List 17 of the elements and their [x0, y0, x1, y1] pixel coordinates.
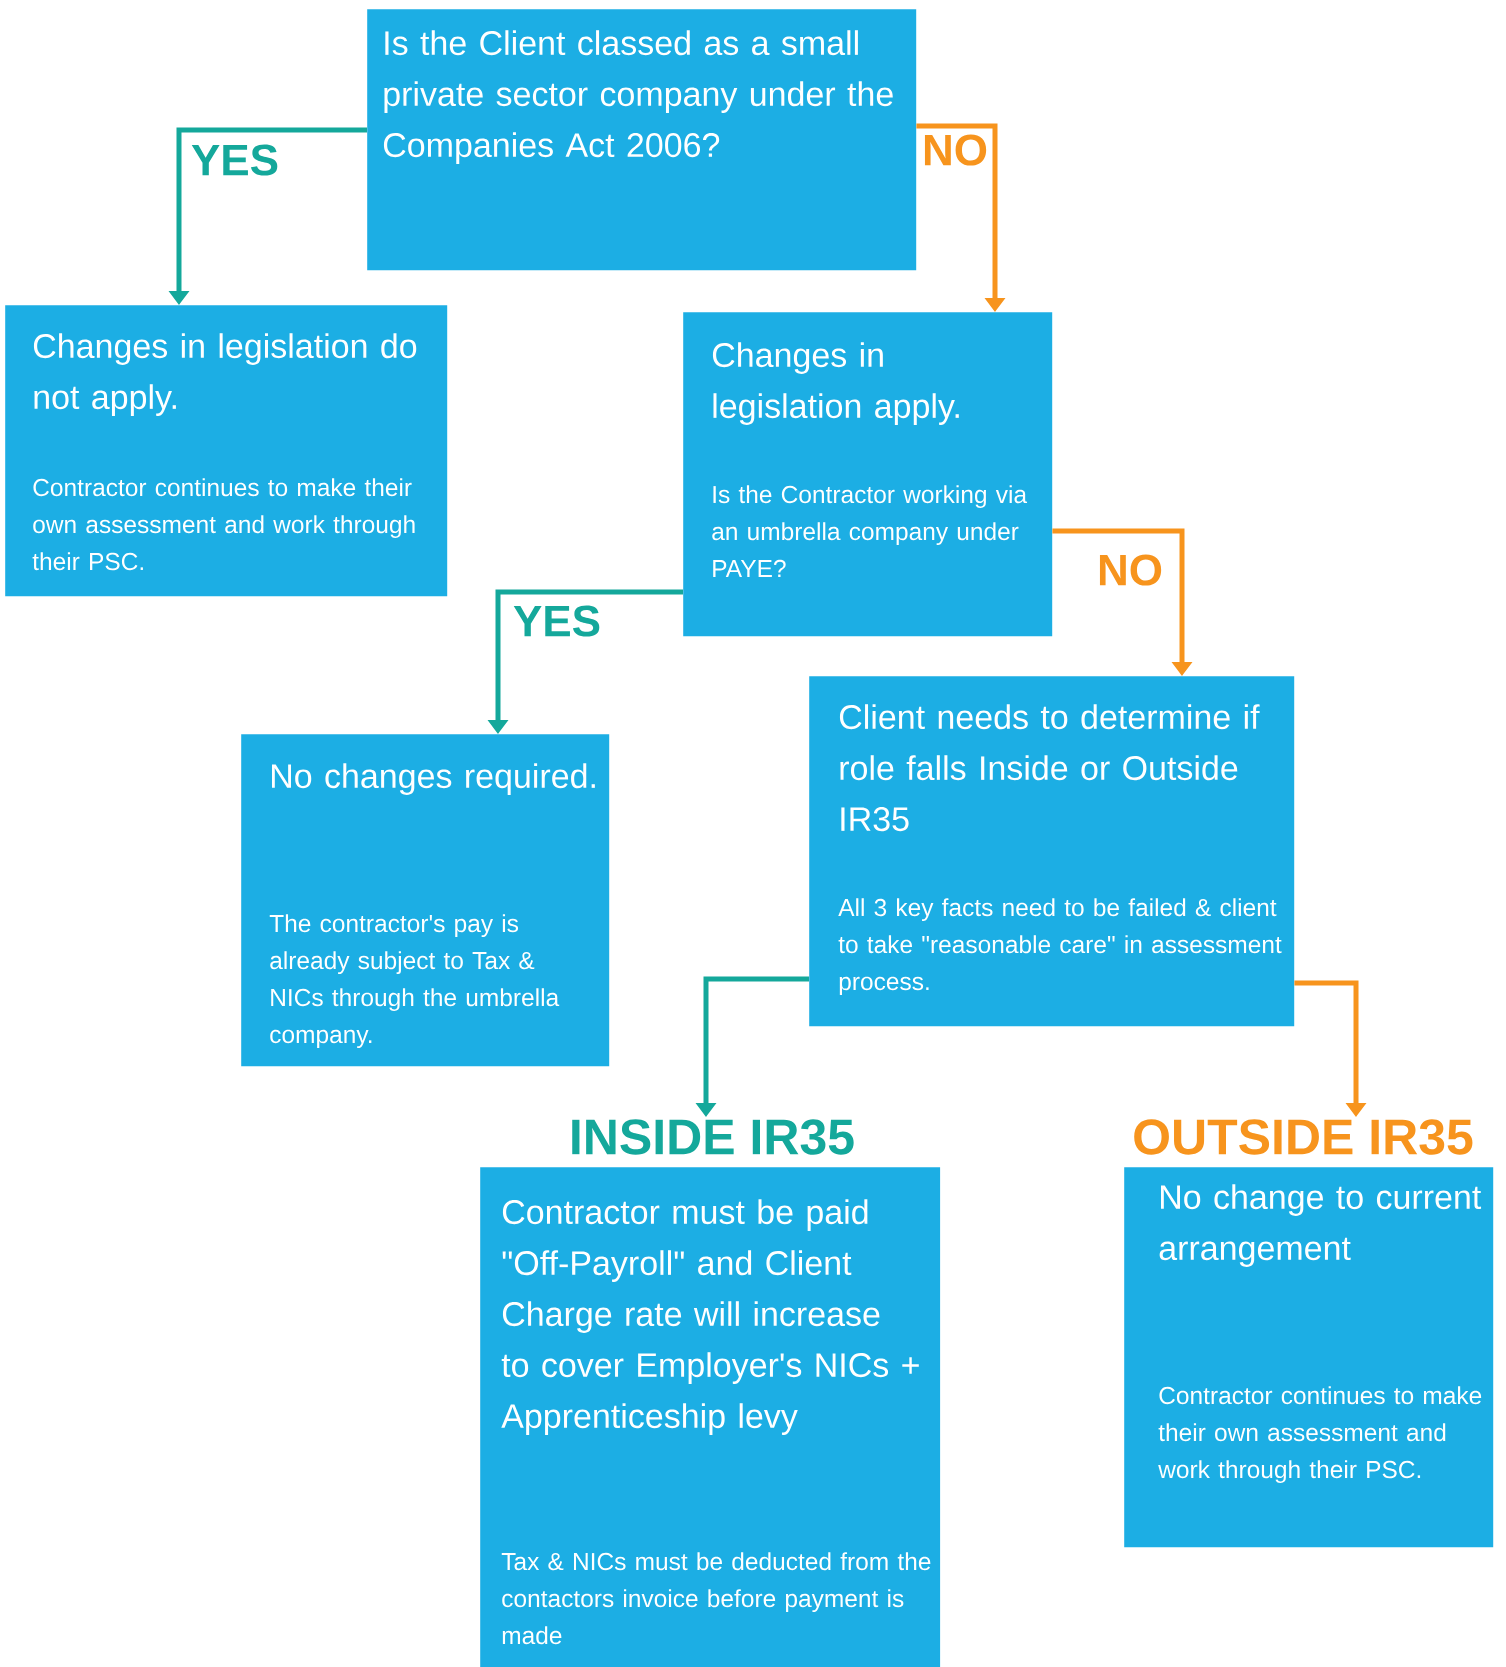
node-label: Contractor must be paid "Off-Payroll" and Client Charge rate will increase to cover Employer's NICs + Apprenticeship levy	[501, 1199, 919, 1435]
edge-label: YES	[190, 143, 280, 177]
process-box: Changes in legislation apply. Is the Contractor working via an umbrella company under PAYE?	[683, 312, 1053, 637]
process-box: Client needs to determine if role falls Inside or Outside IR35 All 3 key facts need to be failed & client to take "reasonable care" in assessment process.	[809, 676, 1295, 1027]
outcome-heading: OUTSIDE IR35	[1134, 1119, 1473, 1155]
node-label: Tax & NICs must be deducted from the contactors invoice before payment is made	[501, 1552, 931, 1645]
edge-label: YES	[512, 604, 603, 638]
process-box: Contractor must be paid "Off-Payroll" and Client Charge rate will increase to cover Employer's NICs + Apprenticeship levy Tax & NICs must be deducted from the contactors invoice before payment is made	[480, 1167, 941, 1667]
edge-label: NO	[1096, 553, 1164, 587]
outcome-heading: INSIDE IR35	[572, 1119, 854, 1155]
process-box: Is the Client classed as a small private sector company under the Companies Act 2006?	[367, 9, 917, 271]
process-box: No change to current arrangement Contractor continues to make their own assessment and work through their PSC.	[1124, 1167, 1494, 1548]
node-label: Contractor continues to make their own assessment and work through their PSC.	[1158, 1386, 1482, 1484]
process-box: No changes required. The contractor's pay is already subject to Tax & NICs through the umbrella company.	[241, 734, 610, 1067]
edge-label: NO	[921, 133, 989, 167]
node-label: No change to current arrangement	[1159, 1184, 1482, 1267]
process-box: Changes in legislation do not apply. Contractor continues to make their own assessment and work through their PSC.	[5, 305, 448, 597]
